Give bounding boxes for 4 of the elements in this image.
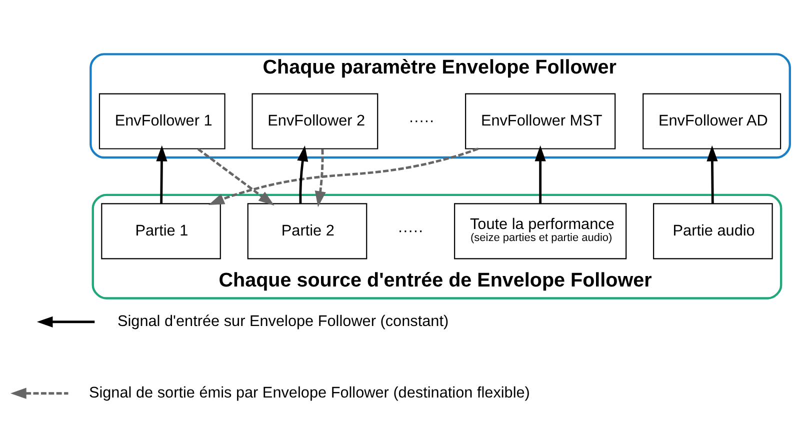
label: ····· [398,222,424,239]
label: ····· [408,112,434,129]
legend-label: Signal de sortie émis par Envelope Follower (destination flexible) [88,384,530,401]
legend-label: Signal d'entrée sur Envelope Follower (constant) [118,312,449,330]
